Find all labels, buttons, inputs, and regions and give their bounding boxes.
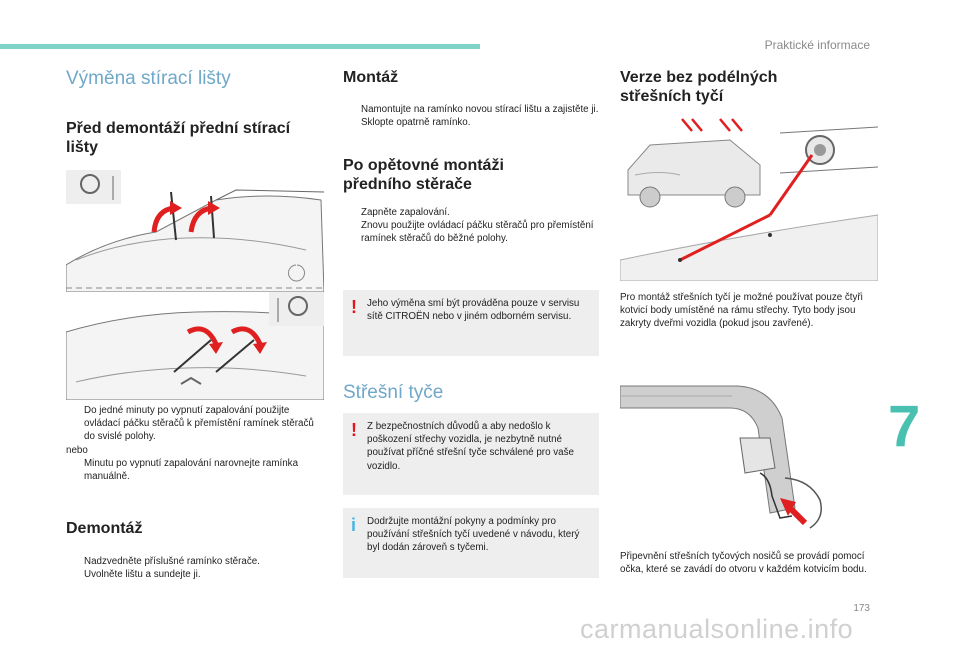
roof-bar-fixing-text: Připevnění střešních tyčových nosičů se … xyxy=(620,551,867,576)
list-item: Znovu použijte ovládací páčku stěračů pr… xyxy=(361,220,594,245)
warning-box-service: ! Jeho výměna smí být prováděna pouze v … xyxy=(343,290,599,356)
roof-bar-fixing-illustration xyxy=(620,378,878,538)
warning-icon: ! xyxy=(351,297,357,317)
list-item: Nadzvedněte příslušné ramínko stěrače. xyxy=(84,555,260,567)
after-mount-title: Po opětovné montáži předního stěrače xyxy=(343,156,504,193)
before-removal-bullets: Do jedné minuty po vypnutí zapalování po… xyxy=(66,404,324,444)
page-number: 173 xyxy=(853,603,870,614)
watermark: carmanualsonline.info xyxy=(580,614,854,644)
dismount-title: Demontáž xyxy=(66,520,143,538)
info-box-roof: i Dodržujte montážní pokyny a podmínky p… xyxy=(343,508,599,578)
column-roof-bars: Verze bez podélných střešních tyčí xyxy=(620,60,878,106)
list-item: Uvolněte lištu a sundejte ji. xyxy=(84,568,201,580)
roof-anchor-illustration xyxy=(620,115,878,281)
after-mount-bullets: Zapněte zapalování. Znovu použijte ovlád… xyxy=(343,206,599,246)
warning-icon: ! xyxy=(351,420,357,440)
list-item: Sklopte opatrně ramínko. xyxy=(361,117,471,129)
mount-title: Montáž xyxy=(343,69,399,86)
subtitle-before-removal: Před demontáží přední stírací lišty xyxy=(66,119,291,156)
section-title: Praktické informace xyxy=(764,38,870,52)
wiper-instructions: Do jedné minuty po vypnutí zapalování po… xyxy=(66,404,324,581)
column-mount: Montáž Namontujte na ramínko novou stíra… xyxy=(343,60,599,246)
wiper-normal-illustration xyxy=(66,292,324,400)
list-item: Minutu po vypnutí zapalování narovnejte … xyxy=(84,457,299,483)
roof-bars-title: Střešní tyče xyxy=(343,382,444,403)
header-accent-bar xyxy=(0,44,480,49)
warning-box-roof: ! Z bezpečnostních důvodů a aby nedošlo … xyxy=(343,413,599,495)
roof-anchor-text: Pro montáž střešních tyčí je možné použí… xyxy=(620,292,863,330)
wiper-vertical-illustration xyxy=(66,170,324,292)
list-item: Do jedné minuty po vypnutí zapalování po… xyxy=(84,405,314,443)
info-icon: i xyxy=(351,515,357,535)
chapter-number: 7 xyxy=(888,394,921,459)
page-title: Výměna stírací lišty xyxy=(66,68,231,89)
roof-version-title: Verze bez podélných střešních tyčí xyxy=(620,69,778,106)
column-wiper: Výměna stírací lišty Před demontáží před… xyxy=(66,60,324,157)
mount-bullets: Namontujte na ramínko novou stírací lišt… xyxy=(343,103,599,129)
or-separator: nebo xyxy=(66,444,88,456)
list-item: Namontujte na ramínko novou stírací lišt… xyxy=(361,104,599,116)
list-item: Zapněte zapalování. xyxy=(361,207,450,218)
dismount-bullets: Nadzvedněte příslušné ramínko stěrače. U… xyxy=(66,555,324,581)
